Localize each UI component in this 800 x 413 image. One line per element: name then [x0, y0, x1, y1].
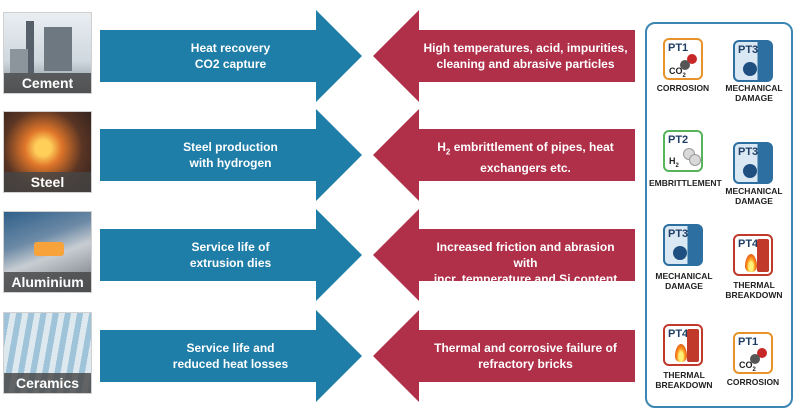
- mechanical-damage-label: MECHANICAL DAMAGE: [725, 83, 783, 103]
- row-ceramics: Ceramics Service life and reduced heat l…: [0, 310, 640, 412]
- benefit-line-2: extrusion dies: [189, 256, 272, 270]
- corrosion-icon: PT1 CO2: [663, 38, 703, 80]
- aluminium-photo: Aluminium: [3, 211, 92, 293]
- benefit-line-1: Service life of: [191, 240, 270, 254]
- benefit-line-2: with hydrogen: [189, 156, 272, 170]
- benefit-arrow: Steel production with hydrogen: [100, 109, 370, 201]
- row-cement: Cement Heat recovery CO2 capture High te…: [0, 10, 640, 112]
- benefit-line-1: Steel production: [183, 140, 278, 154]
- cement-photo: Cement: [3, 12, 92, 94]
- challenge-arrow: High temperatures, acid, impurities, cle…: [373, 10, 635, 102]
- mechanical-damage-label: MECHANICAL DAMAGE: [725, 186, 783, 206]
- challenge-arrow: H2 embrittlement of pipes, heat exchange…: [373, 109, 635, 201]
- industry-label: Aluminium: [4, 272, 91, 292]
- challenge-line-1: Thermal and corrosive failure of: [434, 341, 617, 355]
- mechanical-damage-icon: PT3: [733, 40, 773, 82]
- industry-label: Cement: [4, 73, 91, 93]
- benefit-arrow: Service life and reduced heat losses: [100, 310, 370, 402]
- row-aluminium: Aluminium Service life of extrusion dies…: [0, 209, 640, 311]
- mechanical-damage-icon: PT3: [663, 224, 703, 266]
- corrosion-label: CORROSION: [726, 377, 780, 387]
- steel-photo: Steel: [3, 111, 92, 193]
- challenge-line-1: Increased friction and abrasion with: [436, 240, 615, 270]
- benefit-arrow: Service life of extrusion dies: [100, 209, 370, 301]
- benefit-line-1: Heat recovery: [190, 41, 271, 55]
- thermal-breakdown-icon: PT4: [663, 324, 703, 366]
- challenge-line-2: exchangers etc.: [480, 161, 571, 176]
- corrosion-icon: PT1 CO2: [733, 332, 773, 374]
- embrittlement-icon: PT2 H2: [663, 130, 703, 172]
- thermal-breakdown-icon: PT4: [733, 234, 773, 276]
- benefit-line-2: CO2 capture: [194, 57, 267, 71]
- challenge-arrow: Thermal and corrosive failure of refract…: [373, 310, 635, 402]
- damage-types-panel: PT1 CO2 CORROSION PT3 MECHANICAL DAMAGE …: [645, 22, 793, 408]
- industry-label: Steel: [4, 172, 91, 192]
- mechanical-damage-label: MECHANICAL DAMAGE: [655, 271, 713, 291]
- benefit-line-1: Service life and: [186, 341, 275, 355]
- industry-label: Ceramics: [4, 373, 91, 393]
- challenge-line-2: incr. temperature and Si content: [433, 272, 618, 286]
- thermal-breakdown-label: THERMAL BREAKDOWN: [655, 370, 713, 390]
- benefit-arrow: Heat recovery CO2 capture: [100, 10, 370, 102]
- challenge-arrow: Increased friction and abrasion with inc…: [373, 209, 635, 301]
- ceramics-photo: Ceramics: [3, 312, 92, 394]
- mechanical-damage-icon: PT3: [733, 142, 773, 184]
- row-steel: Steel Steel production with hydrogen H2 …: [0, 109, 640, 211]
- embrittlement-label: EMBRITTLEMENT: [649, 178, 722, 188]
- corrosion-label: CORROSION: [656, 83, 710, 93]
- benefit-line-2: reduced heat losses: [172, 357, 289, 371]
- challenge-line-2: cleaning and abrasive particles: [436, 57, 615, 71]
- challenge-line-1: H2 embrittlement of pipes, heat: [437, 140, 614, 157]
- challenge-line-1: High temperatures, acid, impurities,: [423, 41, 628, 55]
- challenge-line-2: refractory bricks: [478, 357, 573, 371]
- thermal-breakdown-label: THERMAL BREAKDOWN: [725, 280, 783, 300]
